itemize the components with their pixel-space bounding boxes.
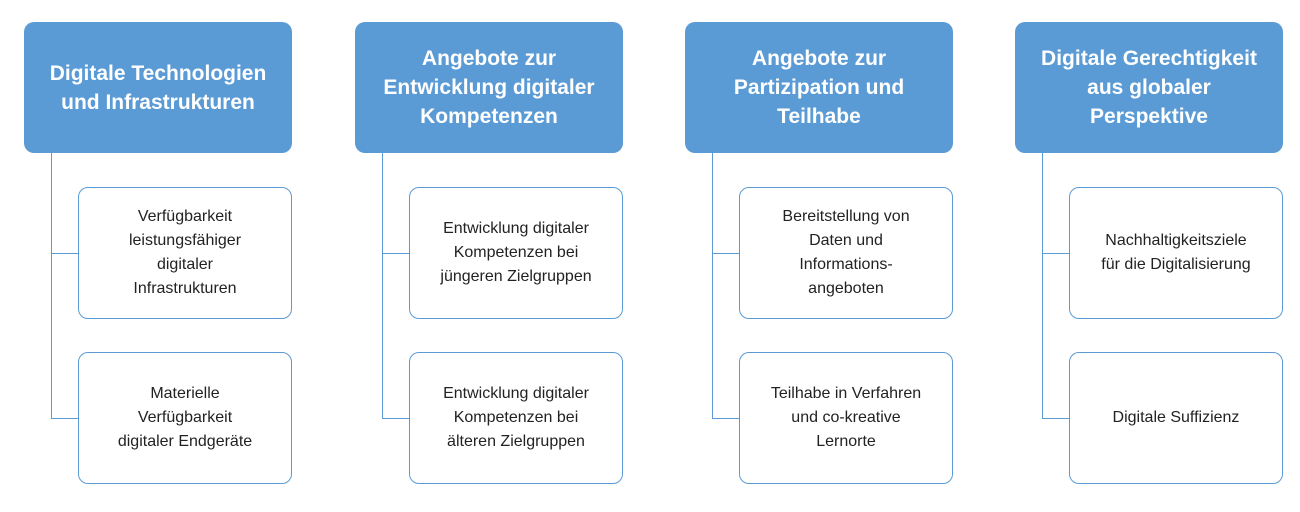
connector-branch bbox=[382, 418, 409, 419]
subcategory-box: Digitale Suffizienz bbox=[1069, 352, 1283, 484]
subcategory-label: Nachhaltigkeitsziele für die Digitalisie… bbox=[1101, 232, 1251, 273]
subcategory-box: Entwicklung digitaler Kompetenzen bei jü… bbox=[409, 187, 623, 319]
connector-trunk bbox=[712, 153, 713, 418]
column-participation-offers: Angebote zur Partizipation und Teilhabe … bbox=[685, 0, 965, 512]
subcategory-label: Verfügbarkeit leistungsfähiger digitaler… bbox=[128, 208, 242, 297]
category-title: Angebote zur Entwicklung digitaler Kompe… bbox=[383, 47, 595, 128]
category-header: Angebote zur Partizipation und Teilhabe bbox=[685, 22, 953, 153]
connector-branch bbox=[712, 418, 739, 419]
column-competence-offers: Angebote zur Entwicklung digitaler Kompe… bbox=[355, 0, 635, 512]
connector-trunk bbox=[382, 153, 383, 418]
column-digital-technologies: Digitale Technologien und Infrastrukture… bbox=[24, 0, 304, 512]
subcategory-box: Bereitstellung von Daten und Information… bbox=[739, 187, 953, 319]
connector-branch bbox=[382, 253, 409, 254]
subcategory-box: Materielle Verfügbarkeit digitaler Endge… bbox=[78, 352, 292, 484]
connector-branch bbox=[1042, 253, 1069, 254]
subcategory-label: Teilhabe in Verfahren und co-kreative Le… bbox=[770, 385, 922, 450]
subcategory-box: Nachhaltigkeitsziele für die Digitalisie… bbox=[1069, 187, 1283, 319]
connector-trunk bbox=[1042, 153, 1043, 418]
subcategory-box: Verfügbarkeit leistungsfähiger digitaler… bbox=[78, 187, 292, 319]
subcategory-label: Entwicklung digitaler Kompetenzen bei äl… bbox=[443, 385, 589, 450]
category-title: Digitale Gerechtigkeit aus globaler Pers… bbox=[1041, 47, 1257, 128]
category-header: Angebote zur Entwicklung digitaler Kompe… bbox=[355, 22, 623, 153]
category-title: Digitale Technologien und Infrastrukture… bbox=[49, 61, 267, 114]
connector-branch bbox=[51, 253, 78, 254]
connector-branch bbox=[51, 418, 78, 419]
subcategory-label: Bereitstellung von Daten und Information… bbox=[782, 208, 910, 297]
subcategory-label: Materielle Verfügbarkeit digitaler Endge… bbox=[117, 385, 253, 450]
subcategory-label: Digitale Suffizienz bbox=[1112, 409, 1240, 426]
subcategory-box: Entwicklung digitaler Kompetenzen bei äl… bbox=[409, 352, 623, 484]
connector-trunk bbox=[51, 153, 52, 418]
category-title: Angebote zur Partizipation und Teilhabe bbox=[733, 47, 905, 128]
subcategory-box: Teilhabe in Verfahren und co-kreative Le… bbox=[739, 352, 953, 484]
category-header: Digitale Gerechtigkeit aus globaler Pers… bbox=[1015, 22, 1283, 153]
category-header: Digitale Technologien und Infrastrukture… bbox=[24, 22, 292, 153]
subcategory-label: Entwicklung digitaler Kompetenzen bei jü… bbox=[440, 220, 592, 285]
connector-branch bbox=[1042, 418, 1069, 419]
column-digital-justice: Digitale Gerechtigkeit aus globaler Pers… bbox=[1015, 0, 1295, 512]
connector-branch bbox=[712, 253, 739, 254]
